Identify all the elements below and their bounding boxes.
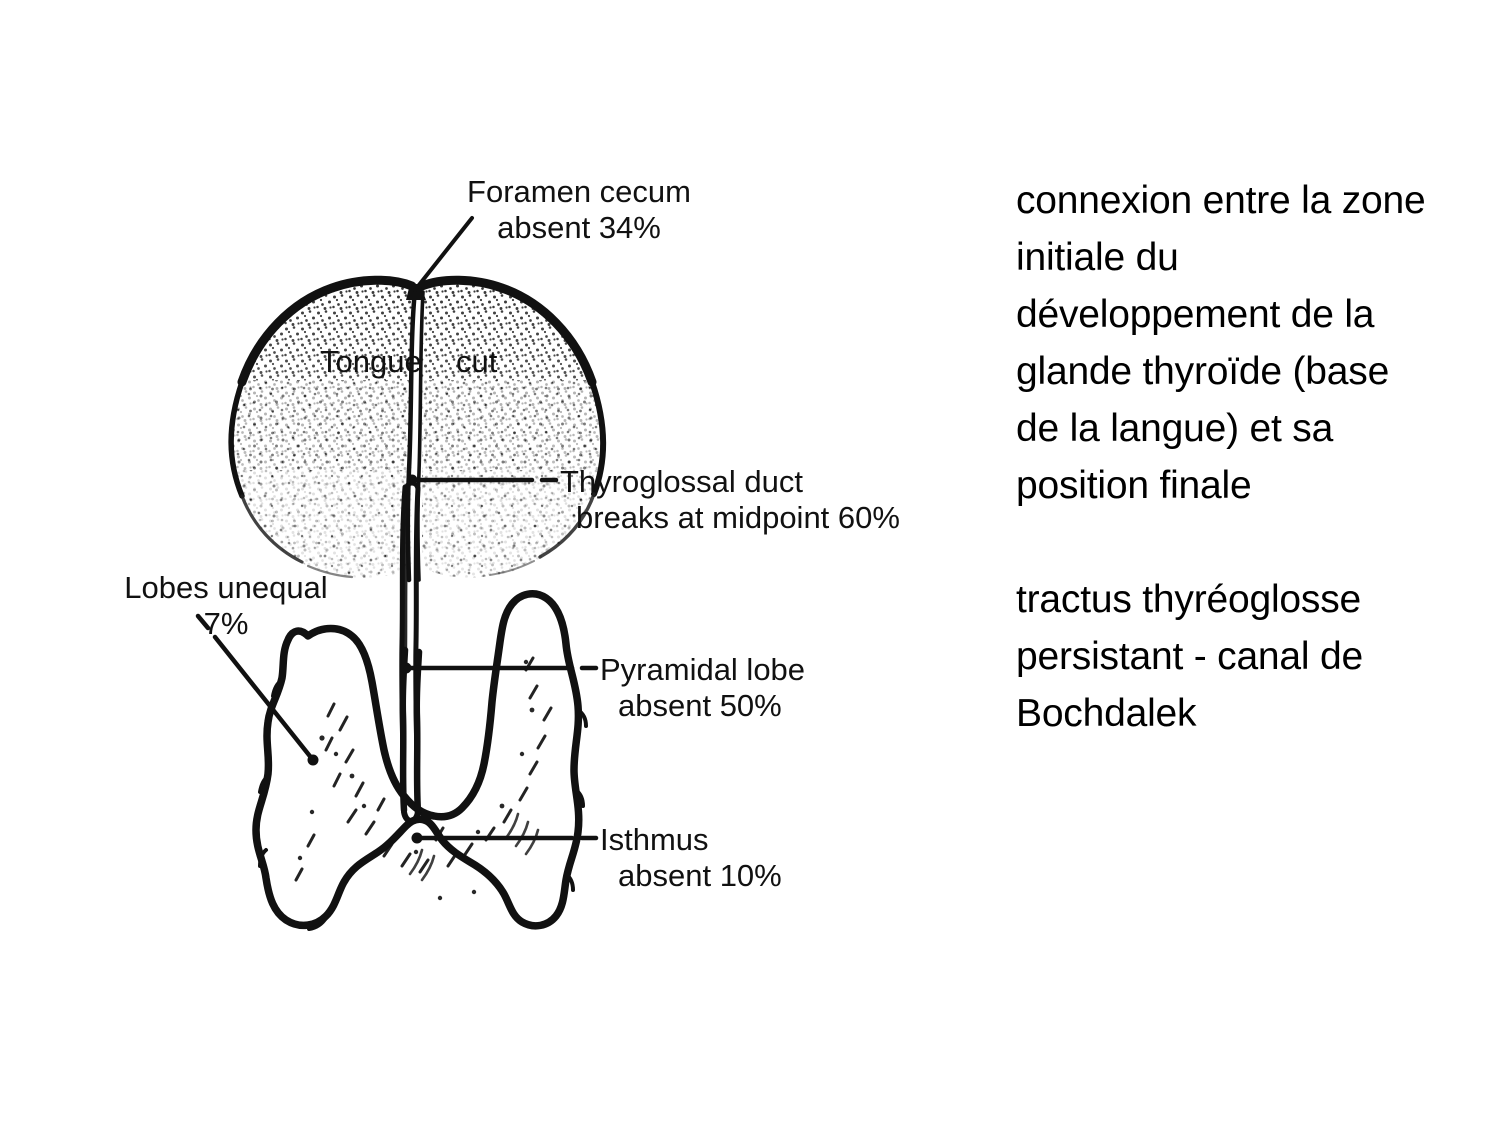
tongue-group	[228, 275, 607, 583]
label-isthmus-line2: absent 10%	[618, 858, 782, 893]
figure-labels: Foramen cecum absent 34% Tongue cut Thyr…	[124, 174, 900, 893]
label-thyroglossal-duct-line2: breaks at midpoint 60%	[576, 500, 900, 535]
leader-thyroglossal-duct	[406, 474, 559, 486]
label-pyramidal-lobe-line2: absent 50%	[618, 688, 782, 723]
label-pyramidal-lobe-line1: Pyramidal lobe	[600, 652, 805, 687]
leader-lobes-unequal	[195, 613, 319, 766]
anatomy-figure: Foramen cecum absent 34% Tongue cut Thyr…	[60, 150, 960, 950]
leader-lines	[195, 216, 599, 844]
label-cut: cut	[456, 344, 498, 379]
gland-texture	[294, 656, 553, 882]
commentary-text-block: connexion entre la zone initiale du déve…	[1016, 172, 1436, 742]
commentary-paragraph-2: tractus thyréoglosse persistant - canal …	[1016, 578, 1363, 735]
label-foramen-cecum-line1: Foramen cecum	[467, 174, 691, 209]
label-lobes-unequal-line2: 7%	[204, 606, 249, 641]
tongue-right-half	[422, 280, 603, 578]
label-thyroglossal-duct-line1: Thyroglossal duct	[560, 464, 803, 499]
label-isthmus-line1: Isthmus	[600, 822, 709, 857]
thyroid-gland	[252, 590, 588, 931]
commentary-paragraph-1: connexion entre la zone initiale du déve…	[1016, 179, 1426, 507]
leader-foramen-cecum	[413, 216, 474, 292]
label-foramen-cecum-line2: absent 34%	[497, 210, 661, 245]
anatomy-figure-svg: Foramen cecum absent 34% Tongue cut Thyr…	[124, 174, 900, 931]
leader-isthmus	[411, 832, 599, 844]
label-lobes-unequal-line1: Lobes unequal	[124, 570, 327, 605]
leader-pyramidal-lobe	[400, 662, 599, 674]
gland-speckles	[297, 659, 535, 901]
label-tongue: Tongue	[320, 344, 422, 379]
